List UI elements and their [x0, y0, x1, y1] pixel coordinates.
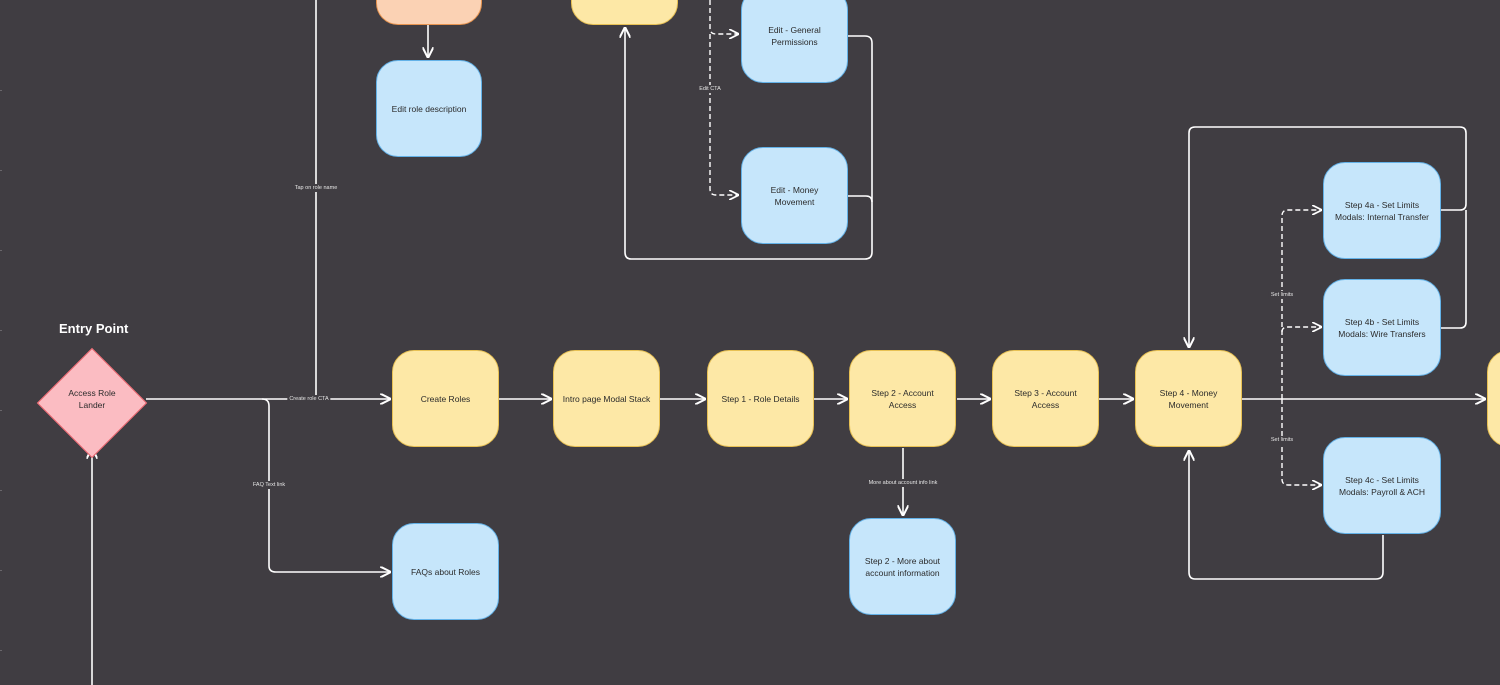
edge-edit-money-loop — [848, 195, 873, 203]
ruler-tick — [0, 650, 2, 651]
edge-dashed-edit-general — [709, 0, 738, 34]
edge-dashed-4c — [1281, 399, 1321, 485]
ruler-tick — [0, 490, 2, 491]
node-step2-account-access[interactable]: Step 2 - Account Access — [849, 350, 956, 447]
node-faqs-about-roles[interactable]: FAQs about Roles — [392, 523, 499, 620]
node-intro-modal-stack[interactable]: Intro page Modal Stack — [553, 350, 660, 447]
node-step3-account-access[interactable]: Step 3 - Account Access — [992, 350, 1099, 447]
edge-entry-faqs — [261, 398, 390, 572]
node-step1-role-details[interactable]: Step 1 - Role Details — [707, 350, 814, 447]
ruler-tick — [0, 570, 2, 571]
edge-label-faq-text-link: FAQ Text link — [250, 481, 288, 489]
node-step4c-payroll-ach[interactable]: Step 4c - Set Limits Modals: Payroll & A… — [1323, 437, 1441, 534]
edge-label-set-limits-bottom: Set limits — [1268, 436, 1296, 444]
yellow-node-partial[interactable] — [571, 0, 678, 25]
ruler-tick — [0, 330, 2, 331]
edge-dashed-4b — [1281, 327, 1321, 333]
node-step4a-internal-transfer[interactable]: Step 4a - Set Limits Modals: Internal Tr… — [1323, 162, 1441, 259]
ruler-tick — [0, 90, 2, 91]
entry-diamond-label: Access Role Lander — [68, 388, 116, 410]
edge-label-set-limits-top: Set limits — [1268, 291, 1296, 299]
edge-dashed-edit-money — [709, 34, 738, 195]
entry-point-title: Entry Point — [59, 321, 129, 336]
edge-edit-loop — [625, 28, 873, 260]
node-edit-money-movement[interactable]: Edit - Money Movement — [741, 147, 848, 244]
edge-4b-loop — [1441, 210, 1467, 329]
edge-label-create-role-cta: Create role CTA — [287, 395, 331, 403]
edge-label-tap-role-name: Tap on role name — [292, 184, 340, 192]
node-step4-money-movement[interactable]: Step 4 - Money Movement — [1135, 350, 1242, 447]
node-step4b-wire-transfers[interactable]: Step 4b - Set Limits Modals: Wire Transf… — [1323, 279, 1441, 376]
node-step2-more-info[interactable]: Step 2 - More about account information — [849, 518, 956, 615]
ruler-tick — [0, 250, 2, 251]
edge-label-edit-cta: Edit CTA — [697, 85, 723, 93]
edge-label-more-account-info: More about account info link — [866, 479, 940, 487]
node-edit-role-description[interactable]: Edit role description — [376, 60, 482, 157]
orange-node-partial[interactable] — [376, 0, 482, 25]
node-create-roles[interactable]: Create Roles — [392, 350, 499, 447]
node-edit-general-permissions[interactable]: Edit - General Permissions — [741, 0, 848, 83]
edge-dashed-4a — [1281, 210, 1321, 399]
edge-loop-top — [1189, 126, 1467, 347]
next-step-node-partial[interactable] — [1487, 350, 1500, 447]
ruler-tick — [0, 410, 2, 411]
edge-loop-bottom — [1189, 451, 1384, 580]
ruler-tick — [0, 170, 2, 171]
